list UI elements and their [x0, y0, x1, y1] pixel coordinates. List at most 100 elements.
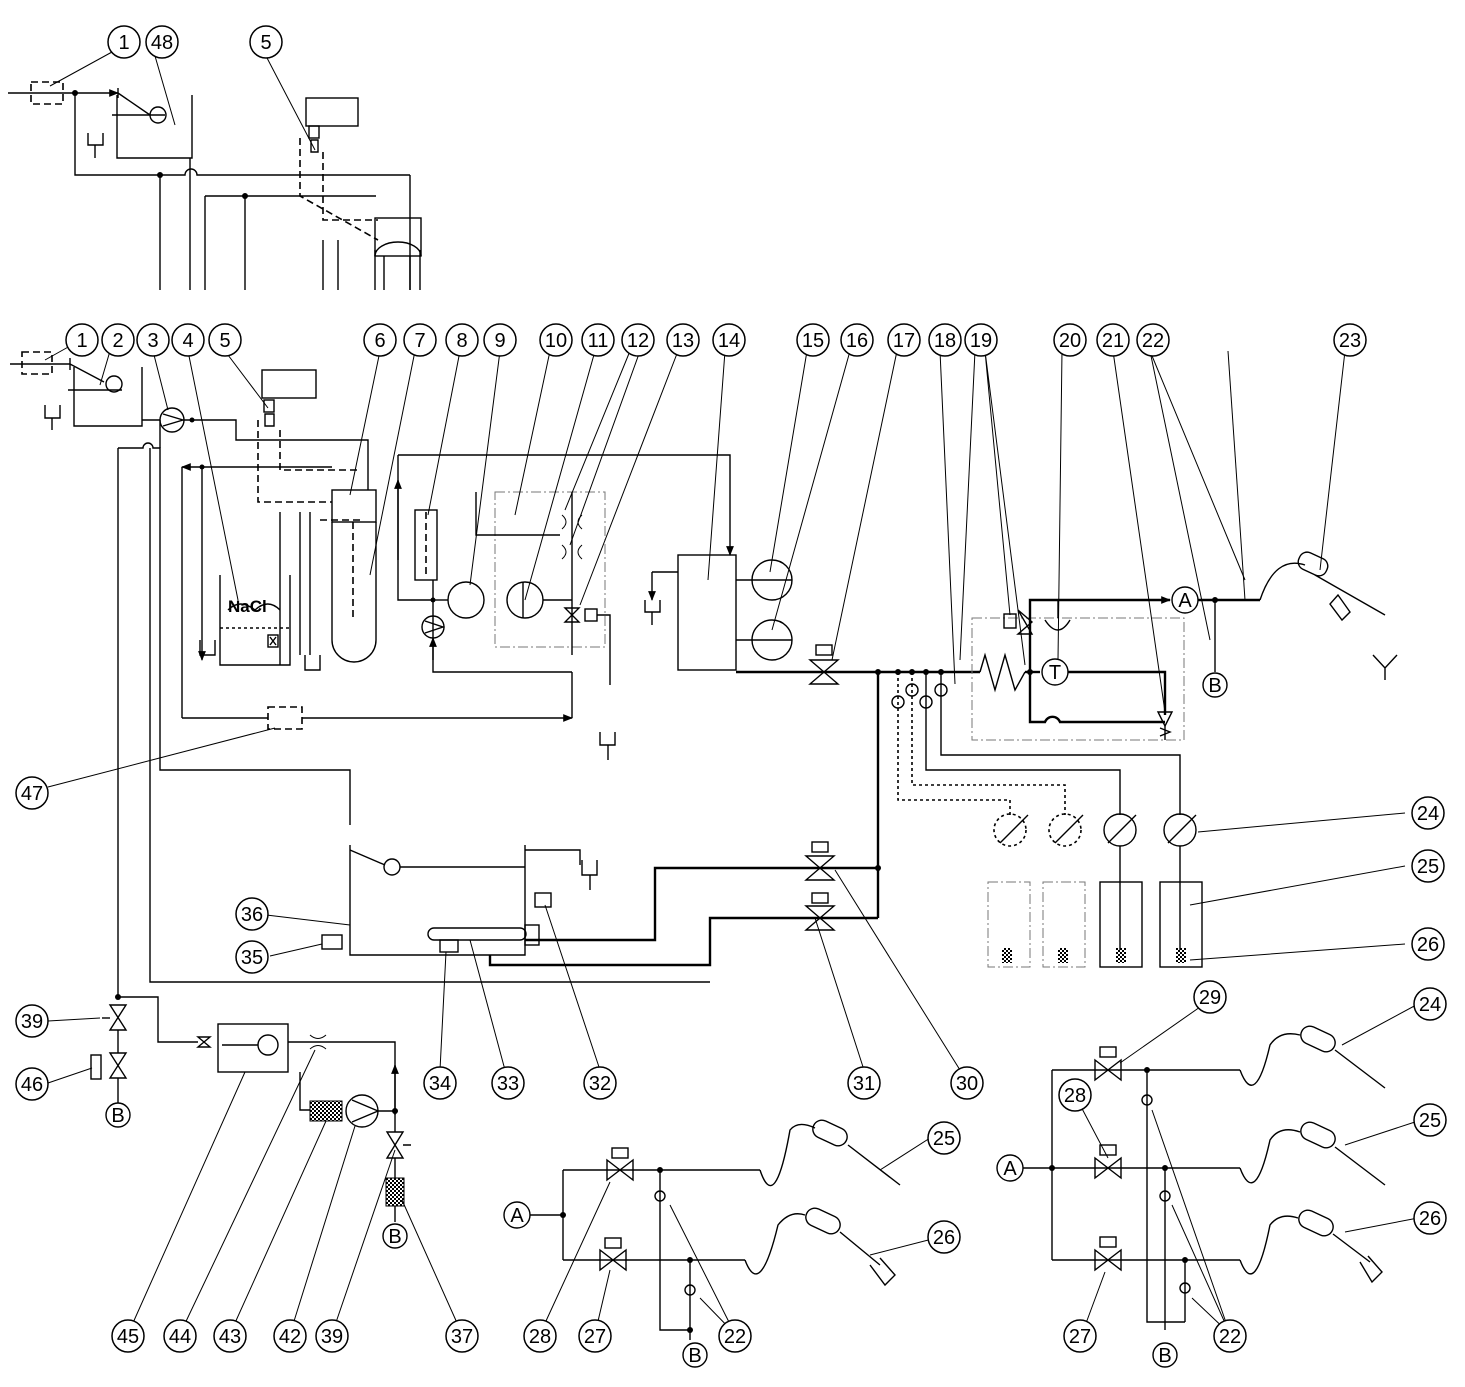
inlet-filter [21, 351, 53, 375]
svg-text:13: 13 [672, 330, 694, 352]
svg-text:2: 2 [112, 330, 123, 352]
balloon-34: 31 [847, 1066, 881, 1100]
balloon-17: 17 [887, 323, 921, 357]
svg-text:26: 26 [1419, 1208, 1441, 1230]
balloon-21: 21 [1096, 323, 1130, 357]
svg-text:17: 17 [893, 330, 915, 352]
balloon-18: 18 [928, 323, 962, 357]
boiler-14 [677, 554, 737, 671]
svg-text:22: 22 [724, 1326, 746, 1348]
balloon-4: 4 [171, 323, 205, 357]
balloon-12: 12 [621, 323, 655, 357]
flowmeter-8 [414, 509, 438, 581]
softener-head [374, 217, 422, 257]
svg-text:20: 20 [1059, 330, 1081, 352]
balloon-5: 5 [208, 323, 242, 357]
balloon-27: 24 [1413, 987, 1447, 1021]
svg-text:30: 30 [956, 1073, 978, 1095]
svg-text:36: 36 [241, 904, 263, 926]
recirculation-section [394, 454, 793, 760]
balloon-16: 16 [840, 323, 874, 357]
balloon-37: 34 [423, 1066, 457, 1100]
break-tank [73, 367, 143, 427]
pump-dosing-4 [1163, 813, 1197, 847]
pump-dosing-2 [1048, 813, 1082, 847]
valve-30 [599, 1248, 627, 1272]
valve-head-6 [331, 489, 377, 523]
balloon-19: 19 [964, 323, 998, 357]
svg-text:9: 9 [494, 330, 505, 352]
spray-gun-28 [1300, 1121, 1336, 1149]
svg-text:39: 39 [21, 1011, 43, 1033]
svg-text:A: A [1003, 1158, 1017, 1180]
svg-text:A: A [510, 1205, 524, 1227]
valve-31 [606, 1158, 634, 1182]
balloon-33: 30 [950, 1066, 984, 1100]
inlet-filter [30, 81, 64, 105]
balloon-2: 2 [101, 323, 135, 357]
balloon-44: 44 [163, 1319, 197, 1353]
svg-text:12: 12 [627, 330, 649, 352]
svg-text:35: 35 [241, 947, 263, 969]
spray-gun-29 [1298, 1209, 1334, 1237]
svg-text:32: 32 [589, 1073, 611, 1095]
svg-text:1: 1 [76, 330, 87, 352]
balloon-39: 36 [235, 897, 269, 931]
svg-text:26: 26 [1417, 934, 1439, 956]
spray-gun-27 [1300, 1025, 1336, 1053]
valve-19 [1016, 609, 1034, 635]
svg-text:B: B [1158, 1345, 1171, 1367]
valve-31 [1094, 1156, 1122, 1180]
balloon-29: 26 [1413, 1201, 1447, 1235]
valve-30 [1094, 1248, 1122, 1272]
balloon-30: 27 [578, 1319, 612, 1353]
balloon-1: 1 [65, 323, 99, 357]
svg-text:23: 23 [1339, 330, 1361, 352]
dosing-valve [308, 125, 320, 139]
balloon-15: 15 [796, 323, 830, 357]
balloon-31: 28 [1058, 1078, 1092, 1112]
pump-dosing-3 [1103, 813, 1137, 847]
svg-text:37: 37 [451, 1326, 473, 1348]
svg-text:18: 18 [934, 330, 956, 352]
svg-text:16: 16 [846, 330, 868, 352]
valve-33 [804, 855, 836, 881]
tank-45 [217, 1023, 289, 1073]
balloon-23: 23 [1333, 323, 1367, 357]
svg-text:44: 44 [169, 1326, 191, 1348]
valve-32 [1094, 1058, 1122, 1082]
svg-text:4: 4 [182, 330, 193, 352]
connector-b [1202, 672, 1228, 698]
pump-3 [159, 407, 185, 433]
heater-box [971, 617, 1185, 741]
spray-gun-29 [805, 1207, 841, 1235]
svg-text:25: 25 [933, 1128, 955, 1150]
svg-text:B: B [1208, 675, 1221, 697]
spray-gun-23 [1297, 551, 1329, 577]
balloon-35: 32 [583, 1066, 617, 1100]
valve-17 [808, 659, 840, 685]
controller [305, 97, 359, 127]
balloon-13: 13 [666, 323, 700, 357]
balloon-28: 25 [1413, 1103, 1447, 1137]
svg-text:25: 25 [1417, 856, 1439, 878]
valve-41-top [108, 1004, 128, 1031]
svg-text:15: 15 [802, 330, 824, 352]
svg-text:3: 3 [147, 330, 158, 352]
balloon-43: 43 [213, 1319, 247, 1353]
filter-40 [385, 1177, 405, 1207]
svg-text:48: 48 [151, 32, 173, 54]
balloon-22: 22 [1136, 323, 1170, 357]
feed-section: B B [90, 994, 411, 1249]
svg-text:8: 8 [456, 330, 467, 352]
callout-balloons: 1 48 5 1 2 3 4 5 6 7 8 9 10 11 12 13 14 … [15, 25, 1447, 1353]
svg-text:5: 5 [219, 330, 230, 352]
svg-text:27: 27 [584, 1326, 606, 1348]
tank-d4 [1159, 881, 1203, 968]
balloon-6: 6 [363, 323, 397, 357]
balloon-42: 42 [273, 1319, 307, 1353]
svg-text:7: 7 [414, 330, 425, 352]
svg-text:47: 47 [21, 783, 43, 805]
dosing-valve [263, 399, 275, 413]
